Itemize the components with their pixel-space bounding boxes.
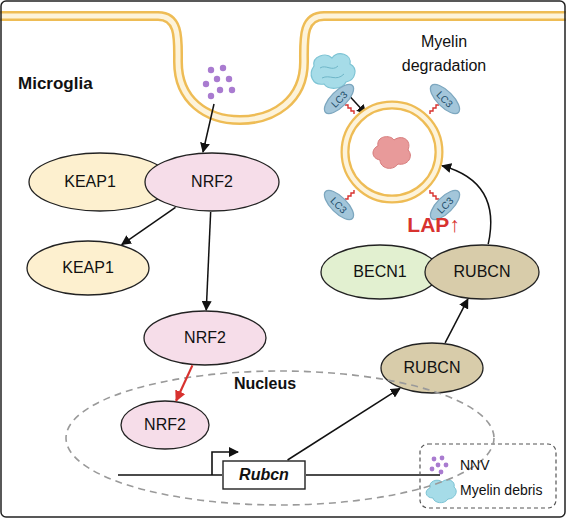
node-outline [320, 186, 358, 224]
node-label: RUBCN [404, 359, 461, 377]
node-outline [381, 343, 483, 393]
node-outline [320, 80, 358, 118]
lc3-linker [345, 105, 439, 199]
node-outline [144, 311, 266, 365]
node-outline [27, 241, 149, 295]
myelin-debris-detail [320, 66, 344, 78]
protein-ellipse: RUBCN [380, 342, 484, 394]
protein-ellipse: KEAP1 [26, 240, 150, 296]
node-label: NRF2 [191, 173, 233, 191]
legend-nnv-sample [430, 456, 449, 475]
node-outline [121, 401, 209, 449]
nucleus-outline: NucleusNRF2Rubcn [65, 370, 495, 506]
node-outline [426, 80, 464, 118]
protein-ellipse: BECN1 [320, 244, 440, 300]
node-shape [340, 100, 444, 204]
protein-ellipse: NRF2 [120, 400, 210, 450]
protein-ellipse: NRF2 [143, 310, 267, 366]
node-heading: Nucleus [215, 375, 315, 393]
phagosome: Myelin degradation [340, 100, 444, 204]
node-heading: Myelin degradation [392, 30, 496, 78]
nnv-arrow [203, 104, 214, 152]
node-outline [66, 371, 494, 505]
myelin-debris [311, 54, 355, 89]
node-outline [223, 461, 305, 489]
legend-debris-sample [426, 480, 456, 503]
node-label: NRF2 [184, 329, 226, 347]
degraded-myelin [373, 137, 410, 169]
connector-arrow [445, 299, 468, 343]
nnv-particles [203, 65, 235, 99]
connector-arrow [288, 388, 400, 460]
node-outline [145, 153, 279, 211]
cell-label: Microglia [18, 74, 93, 94]
node-label: Rubcn [239, 466, 289, 484]
connector-arrow [206, 212, 210, 310]
node-outline [321, 245, 439, 299]
node-outline [425, 245, 539, 299]
legend-text: NNV [460, 457, 490, 473]
protein-ellipse: RUBCN [424, 244, 540, 300]
cell-membrane-inner [0, 16, 566, 120]
node-label: RUBCN [454, 263, 511, 281]
cell-membrane [0, 16, 566, 120]
legend-text: Myelin debris [460, 482, 542, 498]
node-label: NRF2 [144, 416, 186, 434]
phagosome-membrane-inner [345, 105, 439, 199]
connector-arrow [122, 207, 176, 244]
gene-box: Rubcn [222, 460, 306, 490]
protein-ellipse: NRF2 [144, 152, 280, 212]
node-label: BECN1 [353, 263, 406, 281]
connector-arrow [176, 365, 192, 400]
node-label: KEAP1 [62, 259, 114, 277]
node-label: KEAP1 [64, 173, 116, 191]
edge-label: LAP↑ [407, 213, 460, 237]
phagosome-membrane [345, 105, 439, 199]
